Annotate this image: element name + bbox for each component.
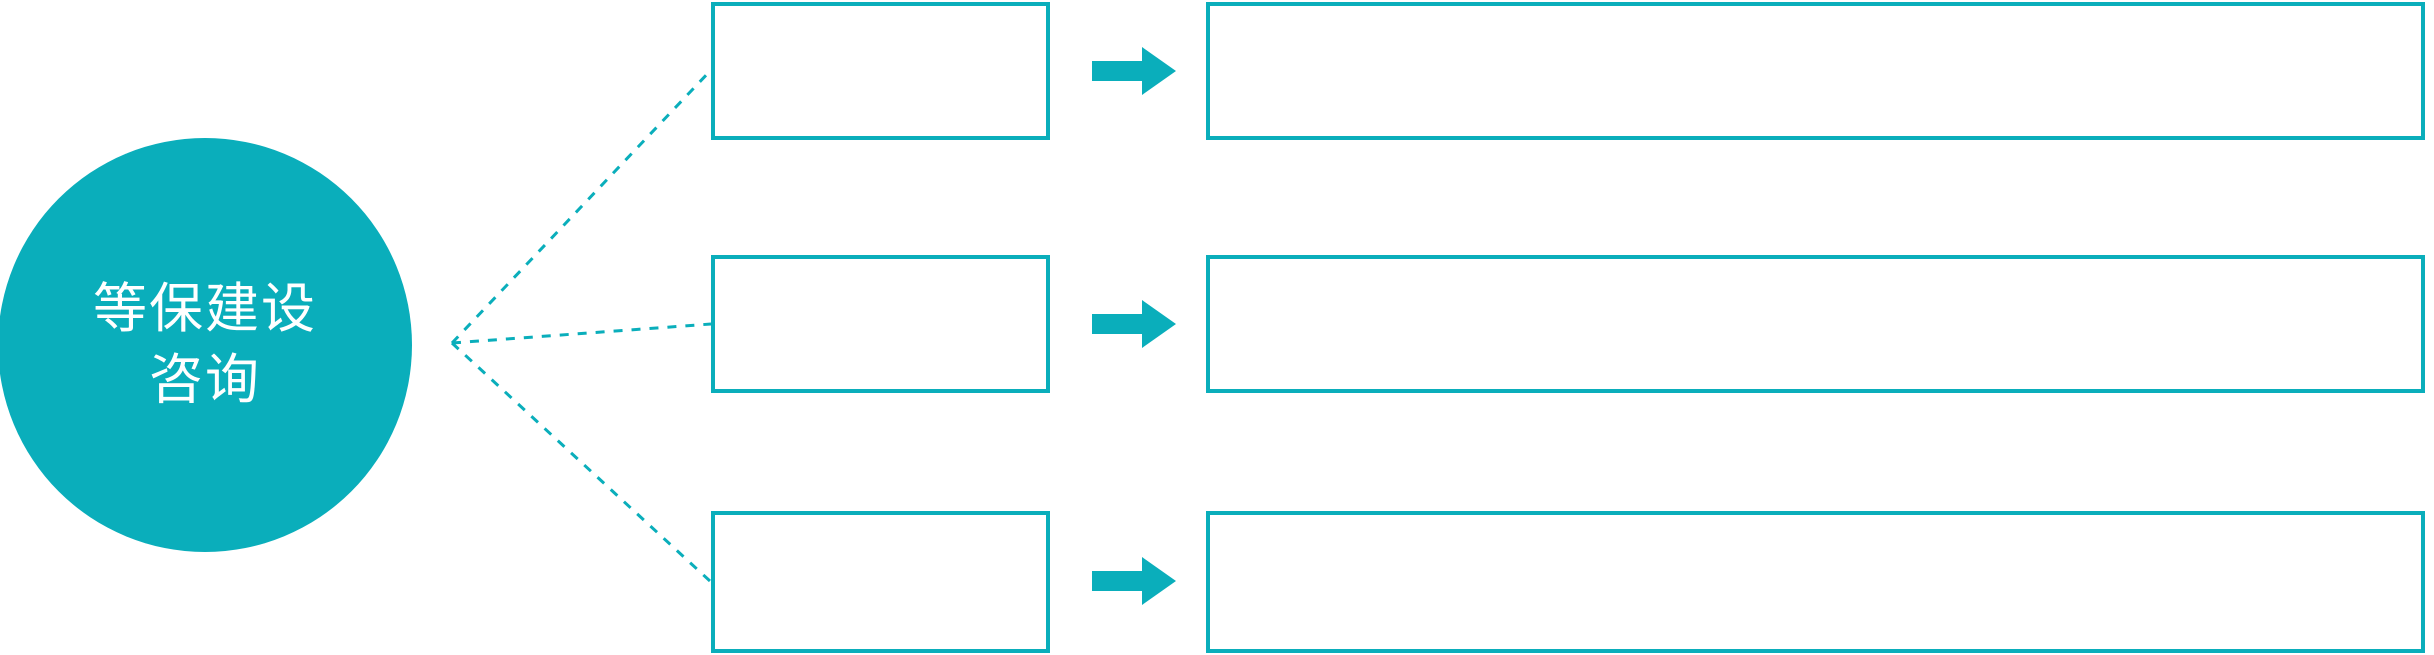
connector-line-bottom xyxy=(450,341,713,584)
detail-box[interactable] xyxy=(1206,511,2425,653)
connector-line-top xyxy=(450,68,713,345)
hub-circle[interactable]: 等保建设 咨询 xyxy=(0,138,412,552)
stage-box[interactable] xyxy=(711,255,1050,393)
stage-box[interactable] xyxy=(711,511,1050,653)
arrow-right-icon xyxy=(1092,47,1176,95)
hub-label-line-2: 咨询 xyxy=(149,350,261,410)
hub-label-line-1: 等保建设 xyxy=(93,278,317,339)
detail-box[interactable] xyxy=(1206,255,2425,393)
connector-line-middle xyxy=(451,322,712,345)
stage-box[interactable] xyxy=(711,2,1050,140)
detail-box[interactable] xyxy=(1206,2,2425,140)
arrow-right-icon xyxy=(1092,557,1176,605)
arrow-right-icon xyxy=(1092,300,1176,348)
